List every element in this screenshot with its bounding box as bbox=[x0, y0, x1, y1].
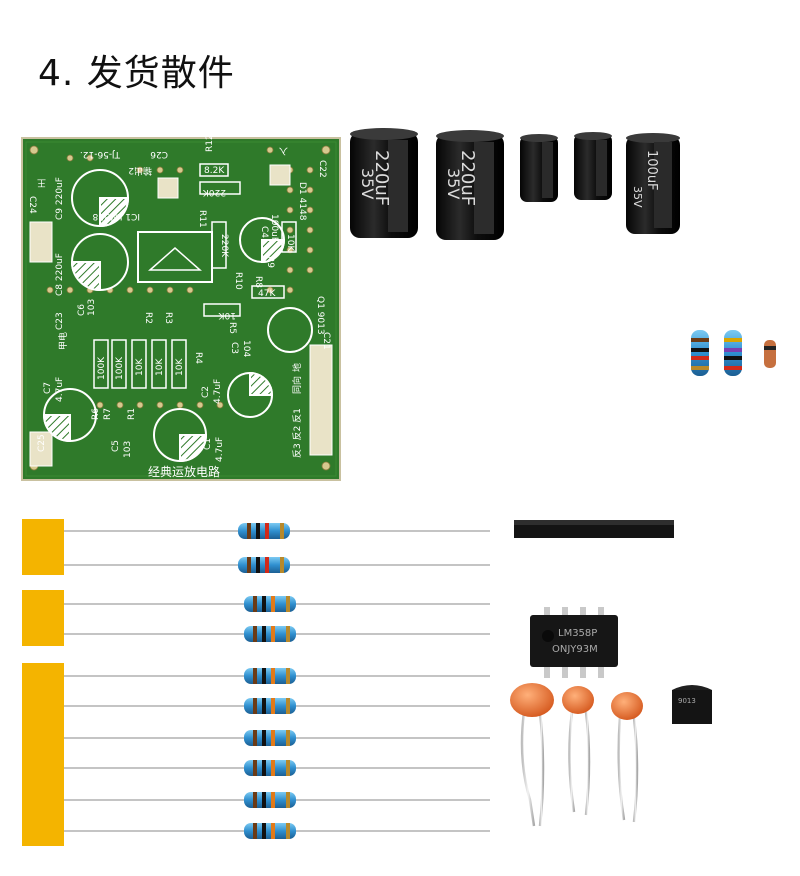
board-label-r12: R12 bbox=[205, 134, 215, 152]
resistor-horizontal bbox=[64, 557, 490, 573]
resistor-horizontal bbox=[64, 730, 490, 746]
ic-lm358: LM358P ONJY93M bbox=[530, 607, 618, 678]
resistor-horizontal bbox=[64, 668, 490, 684]
pcb-board: TJ-56-12. C26 R12 入 C22 C24 王 C9 220uF C… bbox=[21, 134, 341, 481]
board-label-ic: IC1 LM358 bbox=[92, 211, 140, 221]
board-label-r3: R3 bbox=[163, 312, 173, 324]
resistor-horizontal bbox=[64, 760, 490, 776]
resistor-horizontal bbox=[64, 698, 490, 714]
board-resistor-220k-b: 220K bbox=[219, 234, 229, 258]
board-label-jiayuan: 甲电 bbox=[57, 332, 69, 350]
board-resistor-10k-r9: 10K bbox=[285, 234, 295, 252]
resistor-horizontal bbox=[64, 523, 490, 539]
board-label-c4: C4 bbox=[259, 226, 269, 238]
capacitor-220uf-a-value: 220uF bbox=[371, 150, 392, 206]
board-label-c7-value: 4.7uF bbox=[55, 377, 65, 402]
capacitor-220uf-a-voltage: 35V bbox=[358, 168, 377, 199]
resistor-vertical-a bbox=[691, 136, 709, 580]
board-label-c4-value: 100uF bbox=[269, 214, 279, 242]
board-label-c6-value: 103 bbox=[87, 299, 97, 316]
capacitor-100uf-voltage: 35V bbox=[631, 186, 644, 208]
board-label-c2: C2 bbox=[201, 386, 211, 398]
board-label-c6: C6 bbox=[77, 304, 87, 316]
board-label-r4: R4 bbox=[193, 352, 203, 364]
board-label-d1: D1 4148 bbox=[297, 182, 307, 221]
board-label-c2-value: 4.7uF bbox=[213, 379, 223, 404]
resistor-vertical-b bbox=[724, 136, 742, 580]
board-label-ground: 地 bbox=[291, 363, 303, 372]
board-label-q1: Q1 9013 bbox=[315, 296, 325, 335]
board-label-c9: C9 220uF bbox=[55, 177, 65, 220]
board-label-c22: C22 bbox=[317, 160, 327, 178]
board-label-c21: C21 bbox=[321, 332, 331, 350]
horizontal-resistor-list bbox=[64, 523, 490, 839]
board-title: 经典运放电路 bbox=[148, 464, 220, 479]
ic-marking-line1: LM358P bbox=[558, 628, 597, 639]
board-label-r5: R5 bbox=[227, 322, 237, 334]
ceramic-capacitor-c bbox=[611, 692, 643, 823]
resistor-horizontal bbox=[64, 823, 490, 839]
diode-1n4148 bbox=[764, 136, 776, 580]
capacitor-small-b bbox=[574, 132, 612, 390]
board-label-input: 入 bbox=[279, 145, 288, 156]
board-label-c1-value: 4.7uF bbox=[215, 437, 225, 462]
board-resistor-10k-a: 10K bbox=[135, 358, 145, 376]
board-label-c25: C25 bbox=[37, 434, 47, 452]
board-label-c3-value: 104 bbox=[241, 340, 251, 357]
board-label-c3: C3 bbox=[229, 342, 239, 354]
board-label-tongxiang: 同向 bbox=[291, 376, 303, 394]
board-label-r9: R9 bbox=[265, 256, 275, 268]
board-label-r8: R8 bbox=[253, 276, 263, 288]
board-label-r11: R11 bbox=[197, 210, 207, 228]
board-label-c5-value: 103 bbox=[123, 441, 133, 458]
board-label-output2: 输出2 bbox=[128, 165, 152, 177]
board-resistor-100k-b: 100K bbox=[115, 356, 125, 380]
capacitor-small-a bbox=[520, 134, 558, 390]
board-resistor-10k-b: 10K bbox=[155, 358, 165, 376]
ceramic-capacitor-a bbox=[510, 683, 554, 827]
board-label-c1: C1 bbox=[203, 438, 213, 450]
transistor-marking: 9013 bbox=[678, 697, 696, 705]
capacitor-220uf-a: 220uF 35V bbox=[350, 128, 418, 430]
resistor-horizontal bbox=[64, 626, 490, 642]
capacitor-220uf-b-value: 220uF bbox=[457, 150, 478, 206]
board-label-fanxiang: 反3 反2 反1 bbox=[292, 408, 303, 458]
board-label-c24: C24 bbox=[27, 196, 37, 214]
board-resistor-10k-c: 10K bbox=[175, 358, 185, 376]
board-label-r1: R1 bbox=[127, 408, 137, 420]
board-label-r7: R7 bbox=[103, 408, 113, 420]
tape-strip-group bbox=[22, 519, 64, 846]
board-label-c23: C23 bbox=[55, 312, 65, 330]
board-resistor-8k2: 8.2K bbox=[204, 166, 225, 176]
board-resistor-10k-r5: 10K bbox=[218, 310, 236, 320]
board-label-c5: C5 bbox=[111, 440, 121, 452]
board-label-wang: 王 bbox=[37, 177, 46, 188]
capacitor-220uf-b-voltage: 35V bbox=[444, 168, 463, 199]
page-title: 4. 发货散件 bbox=[38, 53, 235, 94]
board-label-c7: C7 bbox=[43, 382, 53, 394]
pin-header-8pin bbox=[514, 497, 674, 582]
capacitor-100uf: 100uF 35V bbox=[626, 133, 680, 420]
board-model-text: TJ-56-12. bbox=[80, 149, 121, 159]
resistor-horizontal bbox=[64, 792, 490, 808]
board-resistor-220k-a: 220K bbox=[202, 187, 226, 197]
board-label-r6: R6 bbox=[91, 408, 101, 420]
board-label-r2: R2 bbox=[143, 312, 153, 324]
ceramic-capacitor-b bbox=[562, 686, 594, 816]
board-label-c8: C8 220uF bbox=[55, 253, 65, 296]
resistor-horizontal bbox=[64, 596, 490, 612]
board-label-r10: R10 bbox=[233, 272, 243, 290]
transistor-9013: 9013 bbox=[672, 685, 712, 828]
board-resistor-47k: 47K bbox=[258, 289, 276, 299]
capacitor-100uf-value: 100uF bbox=[644, 150, 659, 191]
ic-marking-line2: ONJY93M bbox=[552, 644, 598, 655]
capacitor-220uf-b: 220uF 35V bbox=[436, 130, 504, 432]
board-label-c26: C26 bbox=[150, 149, 168, 159]
board-resistor-100k-a: 100K bbox=[97, 356, 107, 380]
